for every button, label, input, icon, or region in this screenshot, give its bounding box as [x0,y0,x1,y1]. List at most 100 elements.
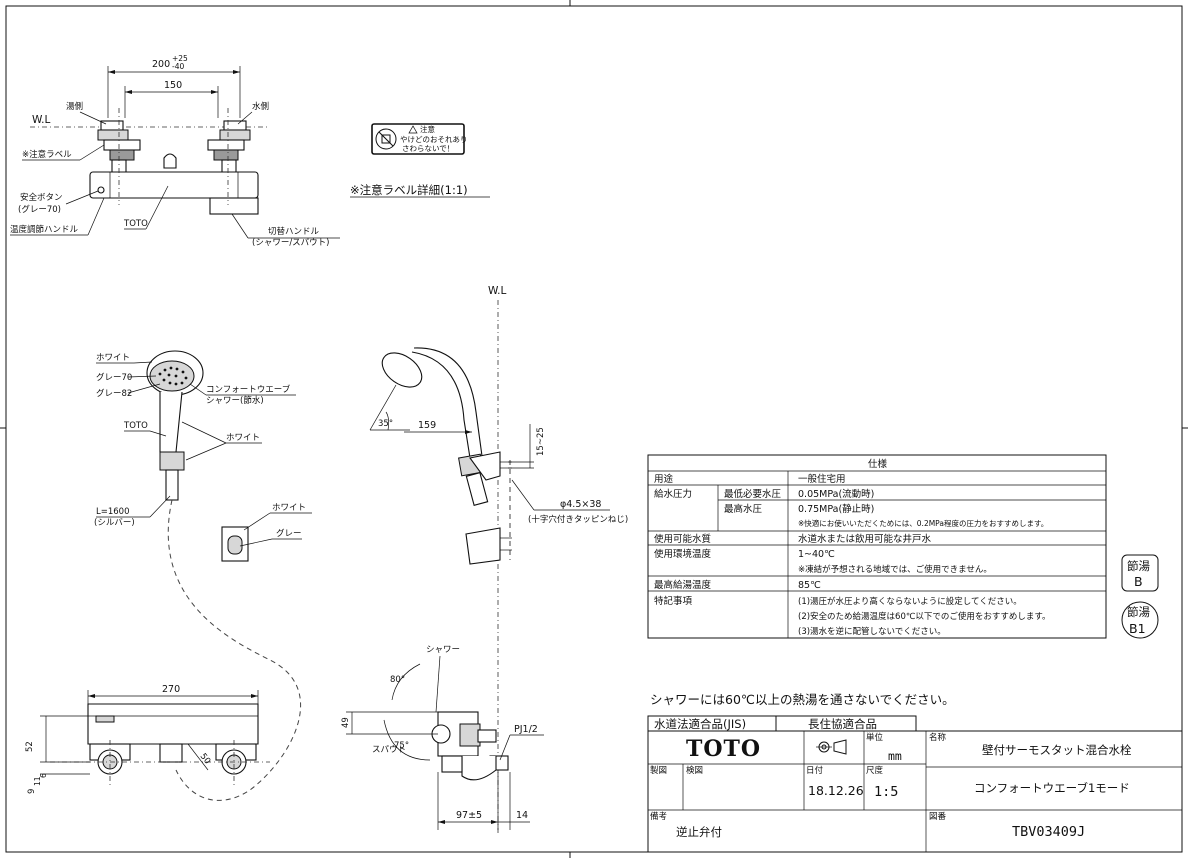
sheet-border [5,5,1183,853]
dim-6: 6 [39,773,48,778]
shower-white2-label: ホワイト [226,433,260,443]
shower-label-side: シャワー [426,645,460,655]
spec-row6-note2: (2)安全のため給湯温度は60℃以下でのご使用をおすすめします。 [798,611,1051,622]
temp-handle-label: 温度調節ハンドル [10,224,79,235]
screw-size: φ4.5×38 [560,499,601,510]
pipe-spec: PJ1/2 [514,724,538,735]
svg-text:B: B [1134,574,1143,589]
spec-table: 仕様 用途 一般住宅用 給水圧力 最低必要水圧 0.05MPa(流動時) 最高水… [647,454,1107,639]
screw-desc: (十字穴付きタッピンねじ) [528,514,628,525]
front-view: 270 52 9 11 6 50 [25,684,270,794]
shower-name-label: コンフォートウエーブ [206,384,291,395]
remarks-value: 逆止弁付 [676,825,722,839]
dim-14: 14 [516,810,528,821]
drawing-no-label: 図番 [929,811,947,822]
dim-200-tol-upper: +25 [172,54,188,63]
spec-row2-note: ※快適にお使いいただくためには、0.2MPa程度の圧力をおすすめします。 [798,518,1048,528]
spec-row0-label: 用途 [654,473,674,485]
spec-row0-value: 一般住宅用 [798,473,846,485]
svg-text:節湯: 節湯 [1127,559,1150,573]
caution-line2: さわらないで！ [402,144,454,153]
shower-grey70-label: グレー70 [96,372,132,383]
model-name: コンフォートウエーブ1モード [974,781,1130,795]
badge-setsuyu-b: 節湯 B [1121,554,1159,592]
caution-caption: ※注意ラベル詳細(1:1) [350,183,468,197]
unit-label: 単位 [866,732,884,743]
spec-row2-value: 0.75MPa(静止時) [798,503,874,515]
third-angle-projection-icon [816,739,847,755]
spec-row4-value: 1~40℃ [798,549,835,560]
drawing-no-value: TBV03409J [1012,824,1085,840]
holder-grey-label: グレー [276,528,302,539]
shower-toto-label: TOTO [123,421,148,431]
svg-text:B1: B1 [1129,621,1146,636]
dim-150: 150 [164,80,182,91]
safety-button-label: 安全ボタン [20,192,63,203]
tab-jis: 水道法適合品(JIS) [654,717,746,731]
toto-logo: TOTO [686,736,761,762]
dim-200: 200 [152,59,170,70]
caution-title: 注意 [420,124,435,134]
unit-value: mm [888,749,902,763]
side-view: W.L 35° 159 15~25 φ4.5×38 (十字穴付きタッピンねじ [341,285,628,835]
warning-triangle-icon [408,125,418,134]
dim-159: 159 [418,420,436,431]
dim-11: 11 [33,776,42,786]
dim-9: 9 [27,789,37,794]
checked-label: 検図 [686,765,703,776]
caution-label-callout: ※注意ラベル [22,149,72,160]
holder-white-label: ホワイト [272,503,306,513]
date-value: 18.12.26 [808,783,864,798]
spec-row3-label: 使用可能水質 [654,533,711,545]
hose-length-label: L=1600 [96,507,130,517]
svg-text:節湯: 節湯 [1127,605,1150,619]
top-view: 200 +25 -40 150 W.L [10,54,340,248]
spec-row1-value: 0.05MPa(流動時) [798,488,874,500]
name-value: 壁付サーモスタット混合水栓 [982,743,1132,757]
shower-sub-label: シャワー(節水) [206,395,264,406]
date-label: 日付 [806,765,824,776]
scale-value: 1:5 [874,784,898,800]
spec-header: 仕様 [868,458,888,470]
safety-button-color: (グレー70) [18,204,61,215]
dim-49: 49 [341,717,351,728]
spec-row5-label: 最高給湯温度 [654,579,712,591]
dim-52: 52 [25,741,35,752]
dim-15-25: 15~25 [536,427,546,456]
spec-row6-note1: (1)湯圧が水圧より高くならないように設定してください。 [798,596,1022,607]
switch-handle-label: 切替ハンドル [268,226,320,237]
wl-label-top: W.L [32,114,51,126]
caution-label-detail: 注意 やけどのおそれあり さわらないで！ ※注意ラベル詳細(1:1) [350,123,490,198]
spec-row1-sub: 最低必要水圧 [724,488,782,500]
remarks-label: 備考 [650,811,667,822]
name-label: 名称 [929,732,947,743]
hot-side-label: 湯側 [66,101,83,112]
hose-color-label: (シルバー) [94,518,135,528]
drawn-label: 製図 [650,765,667,776]
angle-35: 35° [378,419,393,429]
title-block: 水道法適合品(JIS) 長住協適合品 TOTO 単位 mm 名称 壁付サーモスタ… [647,715,1183,853]
dim-200-tol-lower: -40 [172,62,184,71]
angle-80: 80° [390,675,405,685]
shower-view: ホワイト グレー70 グレー82 コンフォートウエーブ シャワー(節水) TOT… [94,350,312,801]
no-touch-icon [375,128,397,150]
dim-97: 97±5 [456,810,482,821]
spout-label: スパウト [372,745,406,755]
hot-water-notice: シャワーには60℃以上の熱湯を通さないでください。 [650,692,955,707]
dim-270: 270 [162,684,180,695]
shower-white-label: ホワイト [96,353,130,363]
spec-row4-label: 使用環境温度 [654,548,712,560]
spec-row2-sub: 最高水圧 [724,503,763,515]
toto-label-top: TOTO [123,219,148,229]
tab-chojukyo: 長住協適合品 [808,717,877,731]
caution-line1: やけどのおそれあり [400,135,468,144]
spec-row6-note3: (3)湯水を逆に配管しないでください。 [798,626,946,637]
spec-row3-value: 水道水または飲用可能な井戸水 [798,533,932,545]
dim-50: 50 [198,752,213,767]
badge-setsuyu-b1: 節湯 B1 [1121,601,1159,639]
spec-row6-label: 特記事項 [654,595,693,607]
scale-label: 尺度 [866,765,884,776]
shower-grey82-label: グレー82 [96,388,132,399]
cold-side-label: 水側 [252,101,269,112]
